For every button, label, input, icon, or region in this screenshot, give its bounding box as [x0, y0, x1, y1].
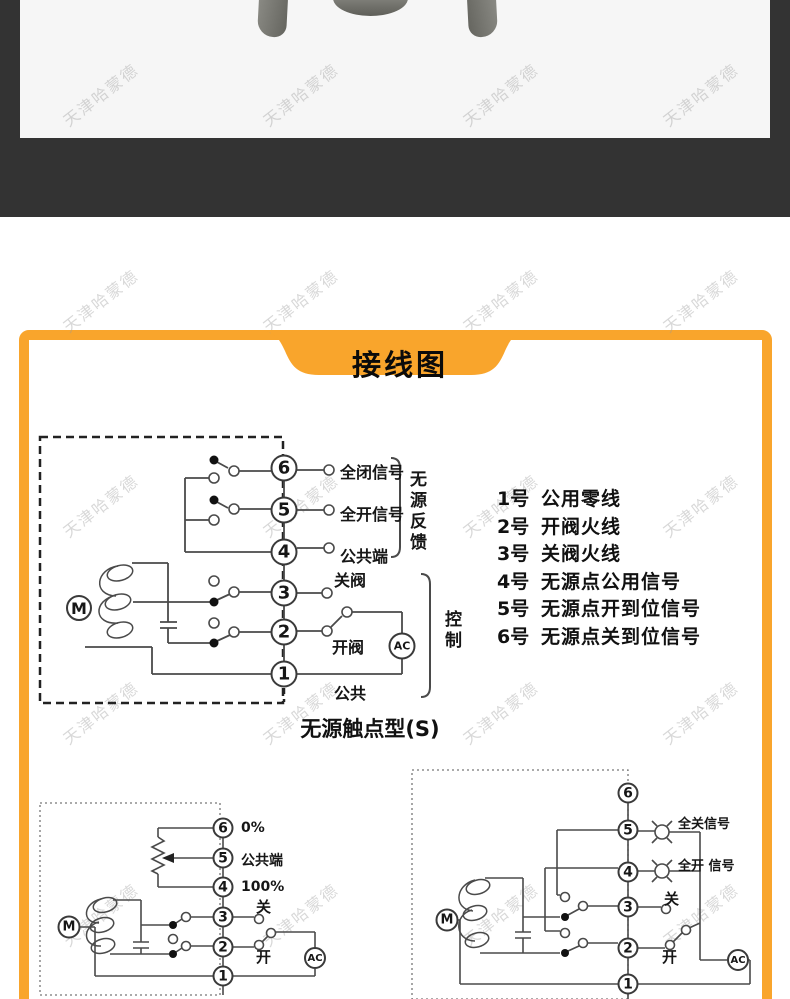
legend-no: 1号 — [497, 488, 530, 511]
label-close-valve: 关阀 — [334, 571, 367, 590]
label-control: 控制 — [441, 610, 461, 652]
legend-desc: 无源点公用信号 — [541, 570, 682, 593]
motor-label: M — [66, 595, 92, 621]
switch-contacts — [167, 911, 277, 958]
legend-desc: 无源点开到位信号 — [541, 598, 702, 621]
label-open: 开 — [256, 948, 272, 966]
product-photo: 天津哈蒙德 天津哈蒙德 天津哈蒙德 天津哈蒙德 — [20, 0, 770, 138]
terminal-left-5: 5 — [212, 847, 234, 869]
product-bracket-right — [466, 0, 499, 38]
product-bracket-left — [256, 0, 289, 38]
terminal-left-4: 4 — [212, 876, 234, 898]
legend-no: 2号 — [497, 515, 530, 538]
lamp-symbols — [651, 820, 673, 883]
terminal-left-2: 2 — [212, 936, 234, 958]
label-full-open-signal: 全开 信号 — [678, 859, 735, 874]
terminal-left-3: 3 — [212, 906, 234, 928]
legend-no: 6号 — [497, 625, 530, 648]
motor-symbol — [98, 564, 134, 639]
panel-title: 接线图 — [351, 348, 448, 382]
legend-desc: 无源点关到位信号 — [541, 625, 702, 648]
diagram-caption: 无源触点型(S) — [300, 717, 440, 741]
terminal-left-1: 1 — [212, 965, 234, 987]
legend-no: 4号 — [497, 570, 530, 593]
watermark: 天津哈蒙德 — [659, 59, 743, 131]
label-common: 公共 — [334, 684, 367, 703]
legend-row: 5号无源点开到位信号 — [497, 594, 701, 622]
label-close: 关 — [664, 890, 680, 908]
motor-symbol — [85, 896, 118, 955]
legend-row: 4号无源点公用信号 — [497, 567, 701, 595]
label-full-close-signal: 全关信号 — [678, 817, 731, 832]
label-passive-feedback: 无源反馈 — [406, 470, 426, 554]
label-common-terminal: 公共端 — [340, 547, 389, 566]
terminal-main-3: 3 — [270, 579, 298, 607]
watermark: 天津哈蒙德 — [459, 59, 543, 131]
terminal-main-6: 6 — [270, 454, 298, 482]
terminal-left-6: 6 — [212, 817, 234, 839]
motor-label: M — [435, 908, 459, 932]
legend-row: 1号公用零线 — [497, 484, 701, 512]
product-valve-body — [333, 0, 408, 16]
switch-contacts — [559, 891, 692, 957]
photo-band: 天津哈蒙德 天津哈蒙德 天津哈蒙德 天津哈蒙德 — [0, 0, 790, 217]
terminal-main-1: 1 — [270, 660, 298, 688]
actuator-boundary-box — [38, 435, 285, 705]
label-zero-percent: 0% — [241, 820, 265, 836]
label-hundred-percent: 100% — [241, 879, 285, 895]
ac-source-label: AC — [727, 949, 749, 971]
watermark: 天津哈蒙德 — [259, 59, 343, 131]
terminal-right-2: 2 — [617, 937, 639, 959]
motor-symbol — [458, 878, 491, 949]
legend-desc: 公用零线 — [541, 488, 622, 511]
terminal-right-3: 3 — [617, 896, 639, 918]
label-close: 关 — [256, 898, 272, 916]
terminal-right-6: 6 — [617, 782, 639, 804]
legend-no: 3号 — [497, 543, 530, 566]
terminal-main-5: 5 — [270, 496, 298, 524]
ac-source-label: AC — [304, 947, 326, 969]
wiper-arrowhead — [162, 853, 174, 863]
terminal-legend: 1号公用零线 2号开阀火线 3号关阀火线 4号无源点公用信号 5号无源点开到位信… — [497, 484, 701, 649]
ac-source-label: AC — [388, 632, 416, 660]
terminal-right-5: 5 — [617, 819, 639, 841]
legend-desc: 关阀火线 — [541, 543, 622, 566]
switch-contacts — [208, 455, 353, 648]
motor-label: M — [57, 915, 81, 939]
terminal-right-4: 4 — [617, 861, 639, 883]
label-common-terminal: 公共端 — [241, 853, 283, 869]
legend-row: 6号无源点关到位信号 — [497, 622, 701, 650]
label-full-open-signal: 全开信号 — [340, 505, 405, 524]
right-wiring-svg — [411, 769, 751, 999]
title-tab-shape — [256, 330, 534, 375]
wires — [458, 793, 751, 999]
label-open: 开 — [662, 948, 678, 966]
terminal-main-4: 4 — [270, 538, 298, 566]
label-open-valve: 开阀 — [332, 638, 365, 657]
watermark: 天津哈蒙德 — [59, 59, 143, 131]
legend-row: 3号关阀火线 — [497, 539, 701, 567]
brace-marks — [390, 457, 431, 698]
potentiometer-resistor — [150, 836, 166, 875]
main-wiring-svg — [38, 435, 431, 705]
terminal-main-2: 2 — [270, 618, 298, 646]
legend-desc: 开阀火线 — [541, 515, 622, 538]
legend-no: 5号 — [497, 598, 530, 621]
wires — [85, 461, 403, 687]
terminal-right-1: 1 — [617, 973, 639, 995]
label-full-close-signal: 全闭信号 — [340, 463, 405, 482]
legend-row: 2号开阀火线 — [497, 512, 701, 540]
